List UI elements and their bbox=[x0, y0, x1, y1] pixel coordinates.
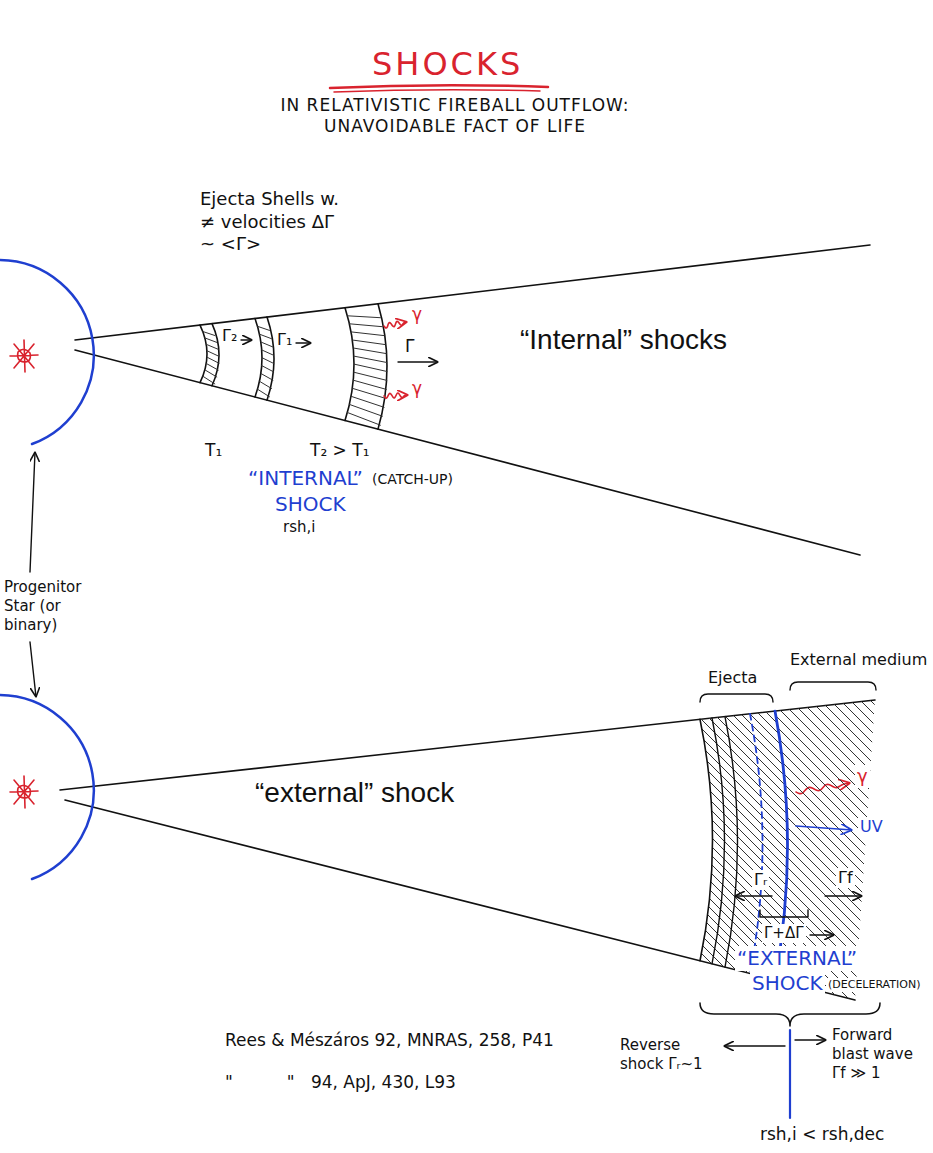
external-medium-hatching bbox=[270, 690, 933, 1020]
shell-hatching bbox=[347, 316, 387, 425]
shock-divider bbox=[789, 1030, 791, 1118]
temperature-label: T₁ bbox=[205, 440, 222, 461]
contact-discontinuity bbox=[750, 714, 763, 974]
outflow-cone-edge bbox=[75, 350, 860, 555]
shock-qualifier: (CATCH-UP) bbox=[372, 471, 453, 489]
photon-arrow bbox=[384, 321, 407, 328]
central-engine bbox=[10, 776, 38, 808]
lorentz-factor: Γ₁ bbox=[277, 330, 292, 350]
reference: " " 94, ApJ, 430, L93 bbox=[225, 1072, 456, 1093]
shock-component: Forward blast wave Γf ≫ 1 bbox=[832, 1026, 924, 1082]
section-heading: “external” shock bbox=[255, 775, 454, 810]
radius-label: rsh,i bbox=[283, 518, 315, 537]
ejecta-shell bbox=[700, 719, 713, 960]
shock-name: “INTERNAL” bbox=[248, 466, 363, 491]
lorentz-factor: Γf bbox=[836, 868, 855, 888]
ejecta-hatching bbox=[420, 690, 933, 1020]
ejecta-shell bbox=[345, 308, 354, 421]
lorentz-factor: Γ̄ bbox=[405, 336, 414, 357]
progenitor-label: Progenitor Star (or binary) bbox=[4, 578, 84, 634]
velocity-arrow bbox=[398, 361, 438, 362]
title-underline bbox=[334, 90, 540, 92]
uv-label: UV bbox=[858, 817, 885, 837]
outflow-cone-edge bbox=[75, 245, 870, 340]
photon-label: γ bbox=[410, 304, 424, 325]
region-label: Ejecta bbox=[708, 668, 757, 688]
ejecta-shell bbox=[378, 304, 387, 429]
velocity-arrow bbox=[825, 895, 862, 896]
lorentz-factor: Γᵣ bbox=[752, 870, 769, 890]
photon-arrow bbox=[384, 393, 408, 398]
title-underline bbox=[330, 85, 548, 88]
reference: Rees & Mészáros 92, MNRAS, 258, P41 bbox=[225, 1030, 554, 1051]
shock-qualifier: (DECELERATION) bbox=[826, 978, 922, 992]
velocity-arrow bbox=[735, 895, 772, 896]
velocity-arrow bbox=[795, 1039, 826, 1040]
shock-name: SHOCK bbox=[750, 971, 825, 996]
shock-name: “EXTERNAL” bbox=[735, 946, 859, 971]
ejecta-bracket bbox=[700, 694, 773, 702]
annotation: Ejecta Shells w. ≠ velocities ΔΓ ~ <Γ> bbox=[200, 188, 350, 256]
progenitor-star-arc bbox=[0, 260, 94, 444]
lorentz-factor: Γ₂ bbox=[222, 326, 237, 346]
photon-label: γ bbox=[412, 378, 422, 399]
subtitle: IN RELATIVISTIC FIREBALL OUTFLOW: UNAVOI… bbox=[245, 95, 665, 138]
ejecta-shell bbox=[200, 325, 207, 383]
shell-hatching bbox=[258, 326, 275, 397]
velocity-arrow bbox=[241, 339, 252, 340]
radius-relation: rsh,i < rsh,dec bbox=[760, 1124, 884, 1145]
photon-label: γ bbox=[855, 765, 870, 788]
ejecta-shell bbox=[255, 318, 262, 397]
temperature-label: T₂ > T₁ bbox=[310, 440, 369, 461]
pointer-arrow bbox=[30, 452, 35, 572]
shell-hatching bbox=[203, 332, 219, 384]
velocity-arrow bbox=[296, 342, 311, 343]
region-label: External medium bbox=[790, 650, 927, 670]
title: SHOCKS bbox=[372, 44, 523, 84]
ejecta-shell bbox=[725, 717, 738, 968]
shock-name: SHOCK bbox=[275, 492, 346, 517]
velocity-arrow bbox=[724, 1045, 785, 1046]
velocity-arrow bbox=[810, 934, 834, 935]
shock-component: Reverse shock Γᵣ~1 bbox=[620, 1036, 720, 1074]
ejecta-shell bbox=[712, 718, 725, 964]
shell-bracket bbox=[760, 910, 808, 917]
shock-brace bbox=[700, 1003, 880, 1026]
medium-bracket bbox=[790, 682, 876, 690]
pointer-arrow bbox=[30, 642, 36, 697]
section-heading: “Internal” shocks bbox=[520, 322, 727, 357]
central-engine bbox=[10, 340, 38, 372]
lorentz-factor: Γ+ΔΓ bbox=[762, 924, 806, 943]
outflow-cone-edge bbox=[60, 700, 875, 790]
progenitor-star-arc bbox=[0, 695, 94, 879]
uv-arrow bbox=[796, 826, 852, 830]
